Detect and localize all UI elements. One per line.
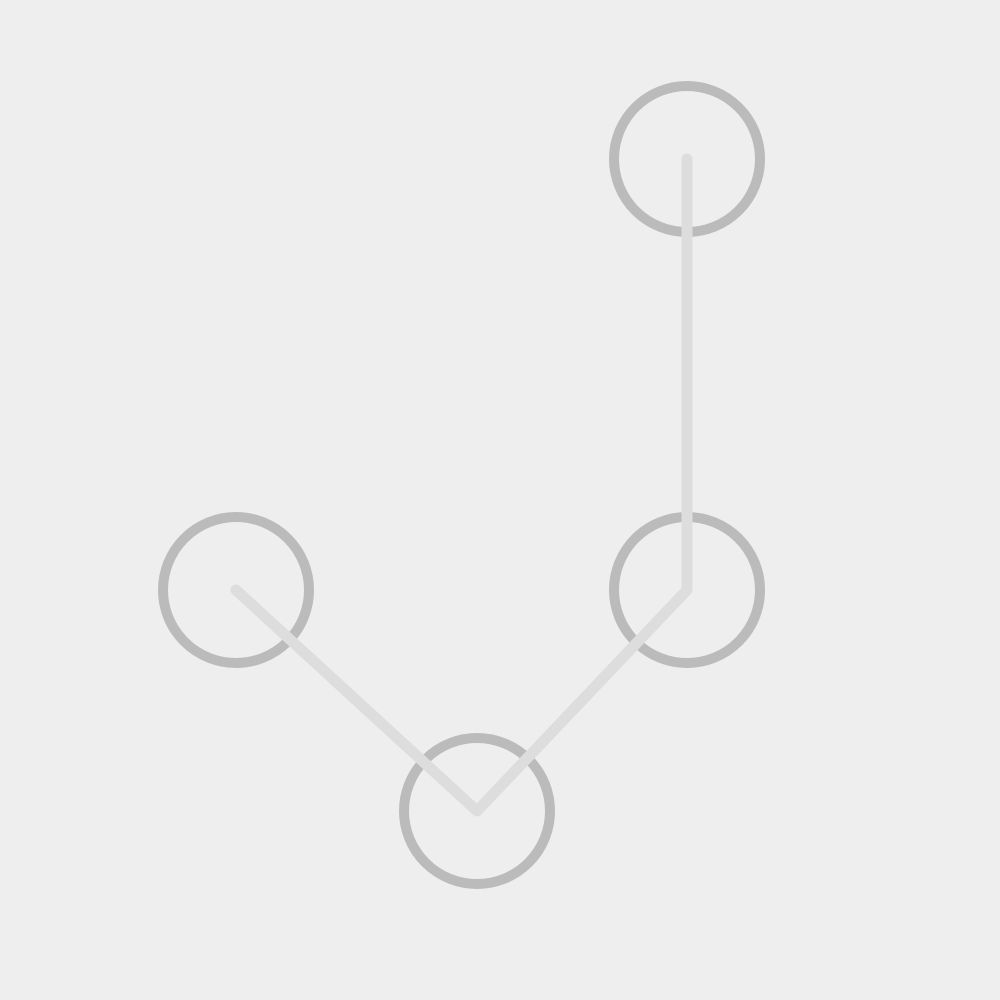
pattern-path-line [230,153,693,817]
pattern-node-rings [158,81,765,889]
pattern-node-bottom[interactable] [399,733,555,889]
pattern-node-left[interactable] [158,512,314,668]
